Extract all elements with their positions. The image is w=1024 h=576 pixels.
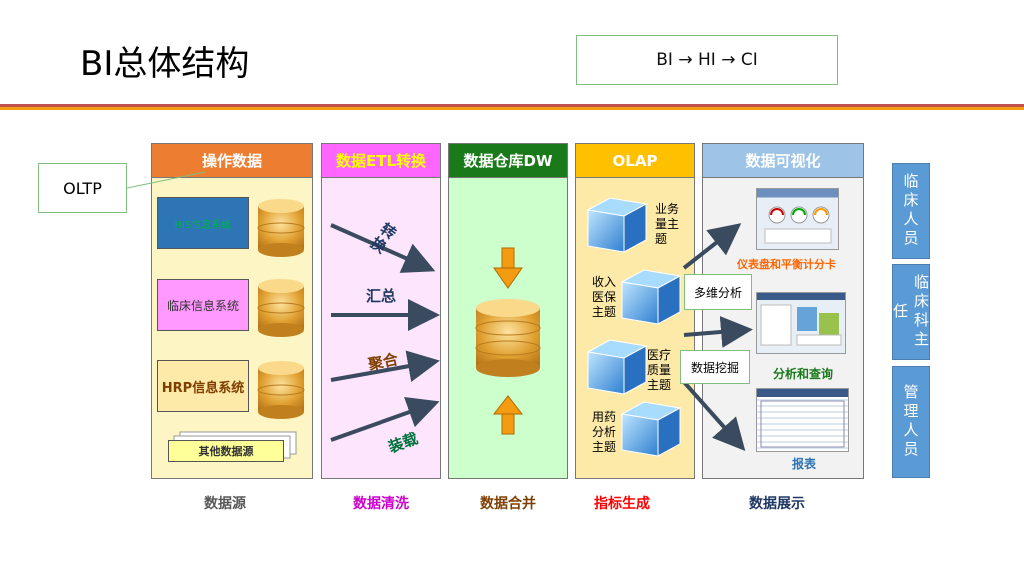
label-dashboard: 仪表盘和平衡计分卡 — [737, 258, 836, 271]
olap-topic-volume: 业务量主题 — [655, 202, 680, 246]
role-management: 管理人员 — [892, 366, 930, 478]
etl-arrow-4 — [330, 396, 440, 442]
olap-cube-icon-1 — [586, 197, 648, 253]
col-operational-header: 操作数据 — [151, 143, 313, 178]
source-his: HIS信息系统 — [157, 197, 249, 249]
database-icon-1 — [257, 199, 305, 257]
source-other: 其他数据源 — [168, 440, 284, 462]
olap-cube-icon-4 — [620, 401, 682, 457]
label-report: 报表 — [792, 457, 817, 471]
olap-topic-income: 收入医保主题 — [592, 275, 617, 319]
oltp-box: OLTP — [38, 163, 127, 213]
database-icon-2 — [257, 279, 305, 337]
role-department-head: 临床科主任 — [891, 264, 930, 360]
olap-topic-drug: 用药分析主题 — [592, 410, 617, 454]
label-analysis: 分析和查询 — [773, 367, 834, 381]
multidim-analysis-box: 多维分析 — [684, 274, 752, 310]
role-clinical-staff: 临床人员 — [892, 163, 930, 259]
vis-arrow-2 — [683, 316, 753, 348]
col-dw-header: 数据仓库DW — [448, 143, 568, 178]
olap-topic-quality: 医疗质量主题 — [647, 348, 672, 392]
vis-arrow-3 — [682, 380, 746, 451]
gauge-icon — [764, 206, 832, 244]
etl-label-summarize: 汇总 — [366, 287, 397, 305]
etl-arrow-3 — [330, 350, 440, 382]
warehouse-database-icon — [475, 299, 541, 377]
footer-data-display: 数据展示 — [749, 496, 805, 512]
footer-indicator-generation: 指标生成 — [594, 496, 650, 512]
col-olap-header: OLAP — [575, 143, 695, 178]
footer-data-merge: 数据合并 — [480, 496, 536, 512]
table-icon — [757, 389, 848, 448]
oltp-connector — [126, 171, 206, 189]
page-title: BI总体结构 — [80, 44, 250, 84]
col-visual-header: 数据可视化 — [702, 143, 864, 178]
source-clinical: 临床信息系统 — [157, 279, 249, 331]
divider-line — [0, 104, 1024, 107]
database-icon-3 — [257, 361, 305, 419]
bi-hi-ci-box: BI → HI → CI — [576, 35, 838, 85]
olap-cube-icon-3 — [586, 339, 648, 395]
arrow-down-icon — [493, 247, 523, 289]
vis-arrow-1 — [682, 223, 742, 270]
arrow-up-icon — [492, 395, 524, 435]
dashboard-screenshot — [756, 188, 839, 250]
source-hrp: HRP信息系统 — [157, 360, 249, 412]
report-screenshot — [756, 388, 849, 452]
olap-cube-icon-2 — [620, 269, 682, 325]
footer-data-source: 数据源 — [204, 496, 246, 512]
data-mining-box: 数据挖掘 — [680, 350, 750, 384]
chart-icon — [760, 304, 842, 346]
footer-data-cleaning: 数据清洗 — [353, 496, 409, 512]
analysis-screenshot — [756, 292, 846, 354]
etl-arrow-1 — [330, 223, 436, 273]
col-etl-header: 数据ETL转换 — [321, 143, 441, 178]
divider-line-accent — [0, 107, 1024, 110]
